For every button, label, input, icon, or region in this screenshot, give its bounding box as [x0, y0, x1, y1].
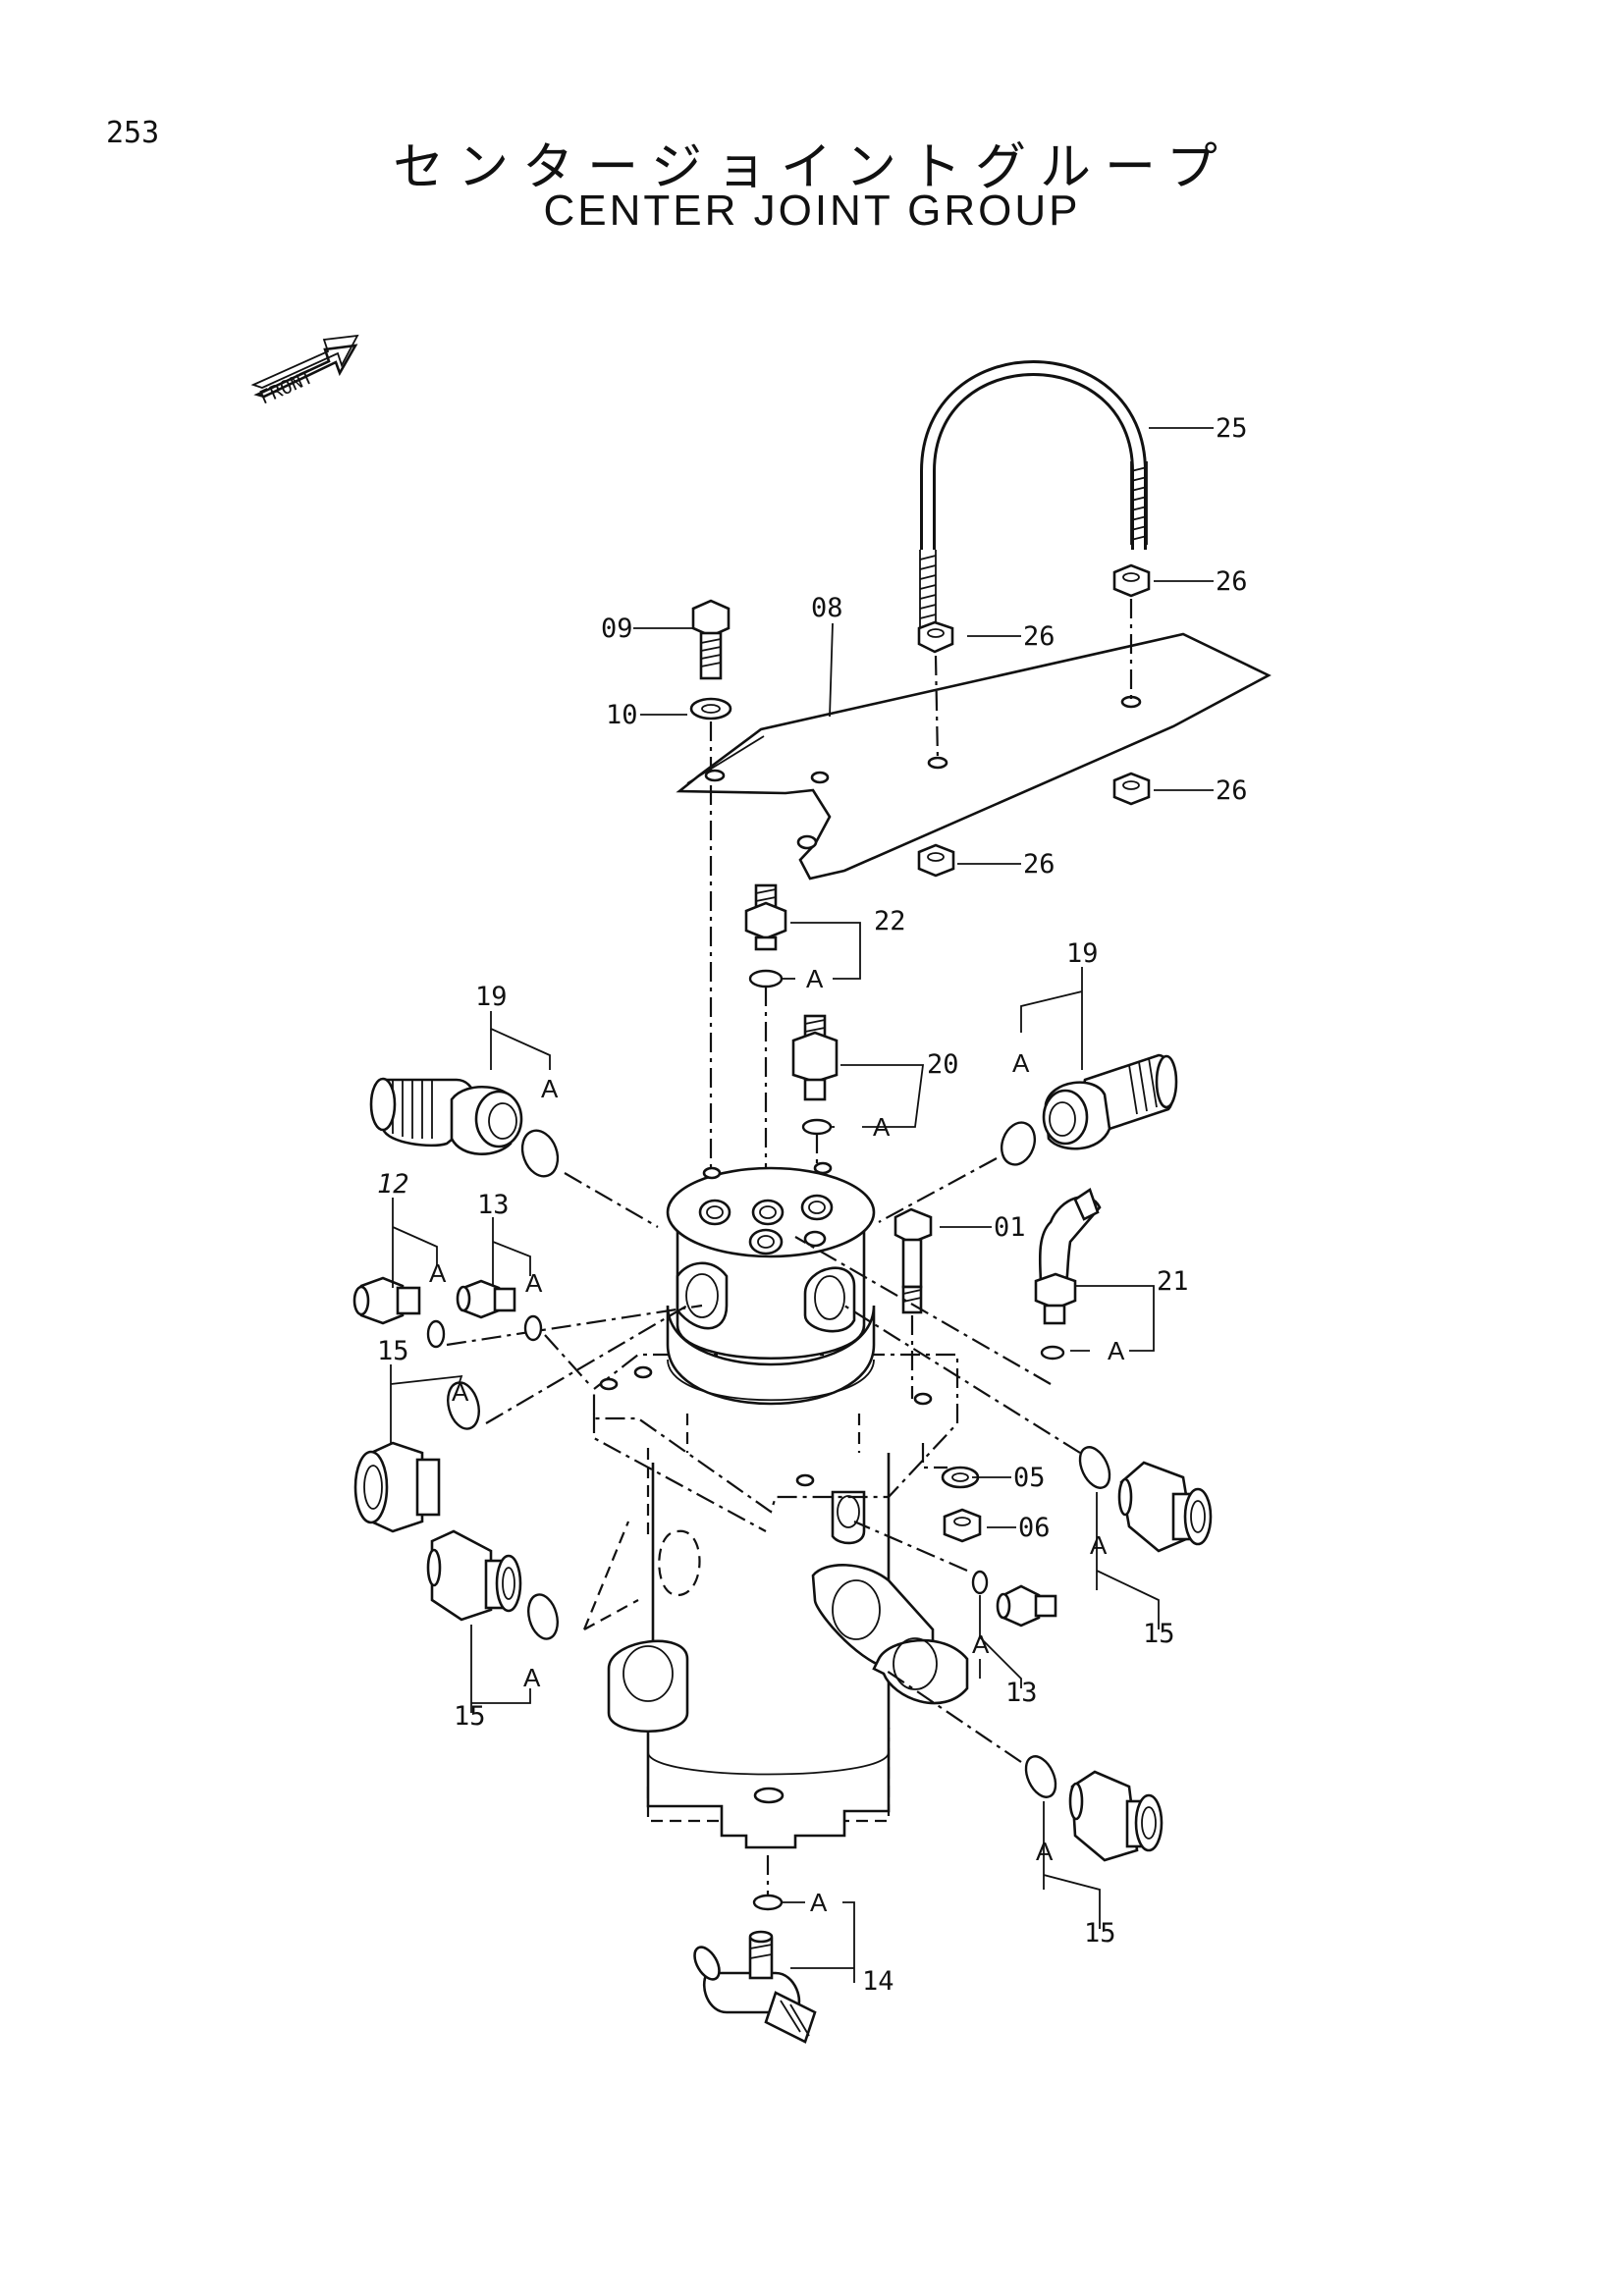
center-joint-body — [592, 1161, 969, 1849]
spring-washer-10 — [689, 697, 732, 721]
bolt-01 — [893, 1207, 933, 1314]
o-ring-15-right-lower — [1024, 1755, 1057, 1798]
callout-19-left: 19 — [475, 982, 508, 1012]
o-ring-13-right — [971, 1570, 989, 1595]
o-ring-15-left-lower — [527, 1593, 559, 1640]
ref-a-19-right: A — [1012, 1048, 1030, 1078]
ref-a-20: A — [873, 1112, 891, 1142]
ref-a-15-left-lower: A — [523, 1663, 541, 1692]
callout-26-b: 26 — [1023, 621, 1056, 652]
callout-13-right: 13 — [1005, 1678, 1038, 1708]
nut-26-bottom-left — [917, 843, 955, 878]
callout-26-c: 26 — [1216, 775, 1248, 806]
callout-15-right-upper: 15 — [1143, 1619, 1175, 1649]
o-ring-19-right — [1000, 1121, 1037, 1166]
o-ring-20 — [801, 1118, 833, 1136]
callout-15-left-upper: 15 — [377, 1336, 409, 1366]
callout-08: 08 — [811, 593, 843, 623]
o-ring-15-right-upper — [1078, 1446, 1111, 1489]
title-english: CENTER JOINT GROUP — [543, 187, 1081, 235]
fitting-12 — [352, 1276, 421, 1325]
o-ring-13-left — [523, 1314, 543, 1342]
bracket-plate — [676, 632, 1272, 881]
o-ring-12 — [426, 1319, 446, 1349]
fitting-13-right — [996, 1584, 1057, 1628]
o-ring-21 — [1040, 1345, 1065, 1361]
elbow-fitting-21 — [1034, 1187, 1102, 1325]
fitting-15-right-upper — [1117, 1461, 1213, 1553]
nut-06 — [943, 1508, 982, 1543]
fitting-20 — [791, 1014, 839, 1101]
callout-22: 22 — [874, 906, 906, 936]
elbow-fitting-19-right — [1042, 1053, 1178, 1150]
callout-10: 10 — [606, 700, 638, 730]
ref-a-15-left-upper: A — [452, 1377, 469, 1407]
o-ring-15-left-upper — [447, 1381, 480, 1430]
callout-05: 05 — [1013, 1463, 1046, 1493]
title-japanese: センタージョイントグループ — [393, 138, 1231, 197]
callout-12: 12 — [377, 1169, 409, 1200]
callout-01: 01 — [994, 1212, 1026, 1243]
callout-13-left: 13 — [477, 1190, 510, 1220]
fitting-15-left-lower — [426, 1529, 522, 1622]
leader-lines — [390, 427, 1214, 1983]
u-bolt — [919, 360, 1148, 638]
callout-21: 21 — [1157, 1266, 1189, 1297]
fitting-15-right-lower — [1068, 1770, 1164, 1862]
fitting-13-left — [456, 1279, 516, 1319]
ref-a-13-left: A — [525, 1268, 543, 1298]
tee-fitting-14 — [693, 1930, 817, 2044]
front-arrow-icon: FRONT — [250, 334, 359, 409]
callout-14: 14 — [862, 1966, 894, 1997]
front-label: FRONT — [256, 366, 316, 408]
o-ring-19-left — [520, 1129, 560, 1178]
ref-a-15-right-upper: A — [1090, 1530, 1108, 1560]
callout-20: 20 — [927, 1049, 959, 1080]
ref-a-19-left: A — [541, 1074, 559, 1103]
callout-15-left-lower: 15 — [454, 1701, 486, 1732]
ref-a-15-right-lower: A — [1036, 1837, 1054, 1866]
nut-26-top-right — [1112, 563, 1151, 598]
o-ring-22 — [748, 969, 784, 988]
nut-26-bottom-right — [1112, 772, 1151, 806]
callout-26-a: 26 — [1216, 566, 1248, 597]
o-ring-14 — [752, 1894, 784, 1911]
ref-a-22: A — [806, 964, 824, 993]
o-ring-ref-labels: A A A A A A A A A A A A A — [429, 964, 1125, 1917]
callout-15-right-lower: 15 — [1084, 1918, 1116, 1949]
ref-a-13-right: A — [972, 1629, 990, 1659]
ref-a-12: A — [429, 1258, 447, 1288]
elbow-fitting-19-left — [369, 1077, 523, 1155]
nut-26-top-left — [917, 620, 954, 654]
ref-a-21: A — [1108, 1336, 1125, 1365]
callout-26-d: 26 — [1023, 849, 1056, 880]
callout-06: 06 — [1018, 1513, 1051, 1543]
fitting-15-left-upper — [353, 1441, 441, 1533]
fitting-22 — [744, 883, 787, 951]
callout-25: 25 — [1216, 413, 1248, 444]
callout-09: 09 — [601, 614, 633, 644]
page-number: 253 — [106, 116, 160, 150]
bolt-09 — [691, 599, 731, 680]
callout-19-right: 19 — [1066, 938, 1099, 969]
ref-a-14: A — [810, 1888, 828, 1917]
callout-numbers: 25 26 26 26 26 09 10 08 22 20 19 19 01 2… — [377, 413, 1248, 1997]
